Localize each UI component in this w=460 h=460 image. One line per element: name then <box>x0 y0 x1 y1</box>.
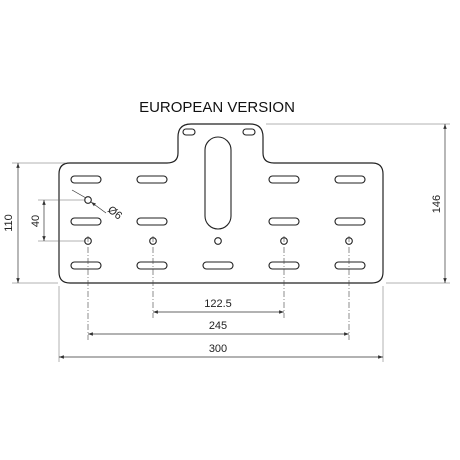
slot-r2-c4 <box>268 217 300 226</box>
center-vertical-slot <box>204 136 232 230</box>
slot-r1-c2 <box>136 175 168 184</box>
slot-r2-c1 <box>70 217 102 226</box>
dim-110-label: 110 <box>3 214 15 232</box>
tab-slot-right <box>242 128 256 136</box>
tab-slot-left <box>182 128 196 136</box>
dim-300-label: 300 <box>209 343 227 355</box>
slot-r1-c4 <box>268 175 300 184</box>
drawing-title: EUROPEAN VERSION <box>139 99 295 116</box>
slot-r3-c2 <box>136 261 168 270</box>
slot-r3-c1 <box>70 261 102 270</box>
hole-lower-3 <box>214 237 222 245</box>
hole-diameter-leader <box>71 189 107 214</box>
slot-r2-c5 <box>334 217 366 226</box>
slot-r3-c3 <box>202 261 234 270</box>
slot-r3-c5 <box>334 261 366 270</box>
slot-r1-c5 <box>334 175 366 184</box>
dim-146-extension-lines <box>266 123 450 284</box>
dim-110-extension-lines <box>12 162 66 284</box>
hole-spacing-extension-lines <box>38 199 86 242</box>
dim-146-label: 146 <box>431 195 443 213</box>
dim-122-5-label: 122.5 <box>204 298 232 310</box>
hole-centerlines <box>87 236 350 340</box>
dim-300-extension-lines <box>58 286 384 362</box>
dim-40-label: 40 <box>30 215 42 227</box>
dim-245-label: 245 <box>209 320 227 332</box>
slot-r1-c1 <box>70 175 102 184</box>
slot-r2-c2 <box>136 217 168 226</box>
